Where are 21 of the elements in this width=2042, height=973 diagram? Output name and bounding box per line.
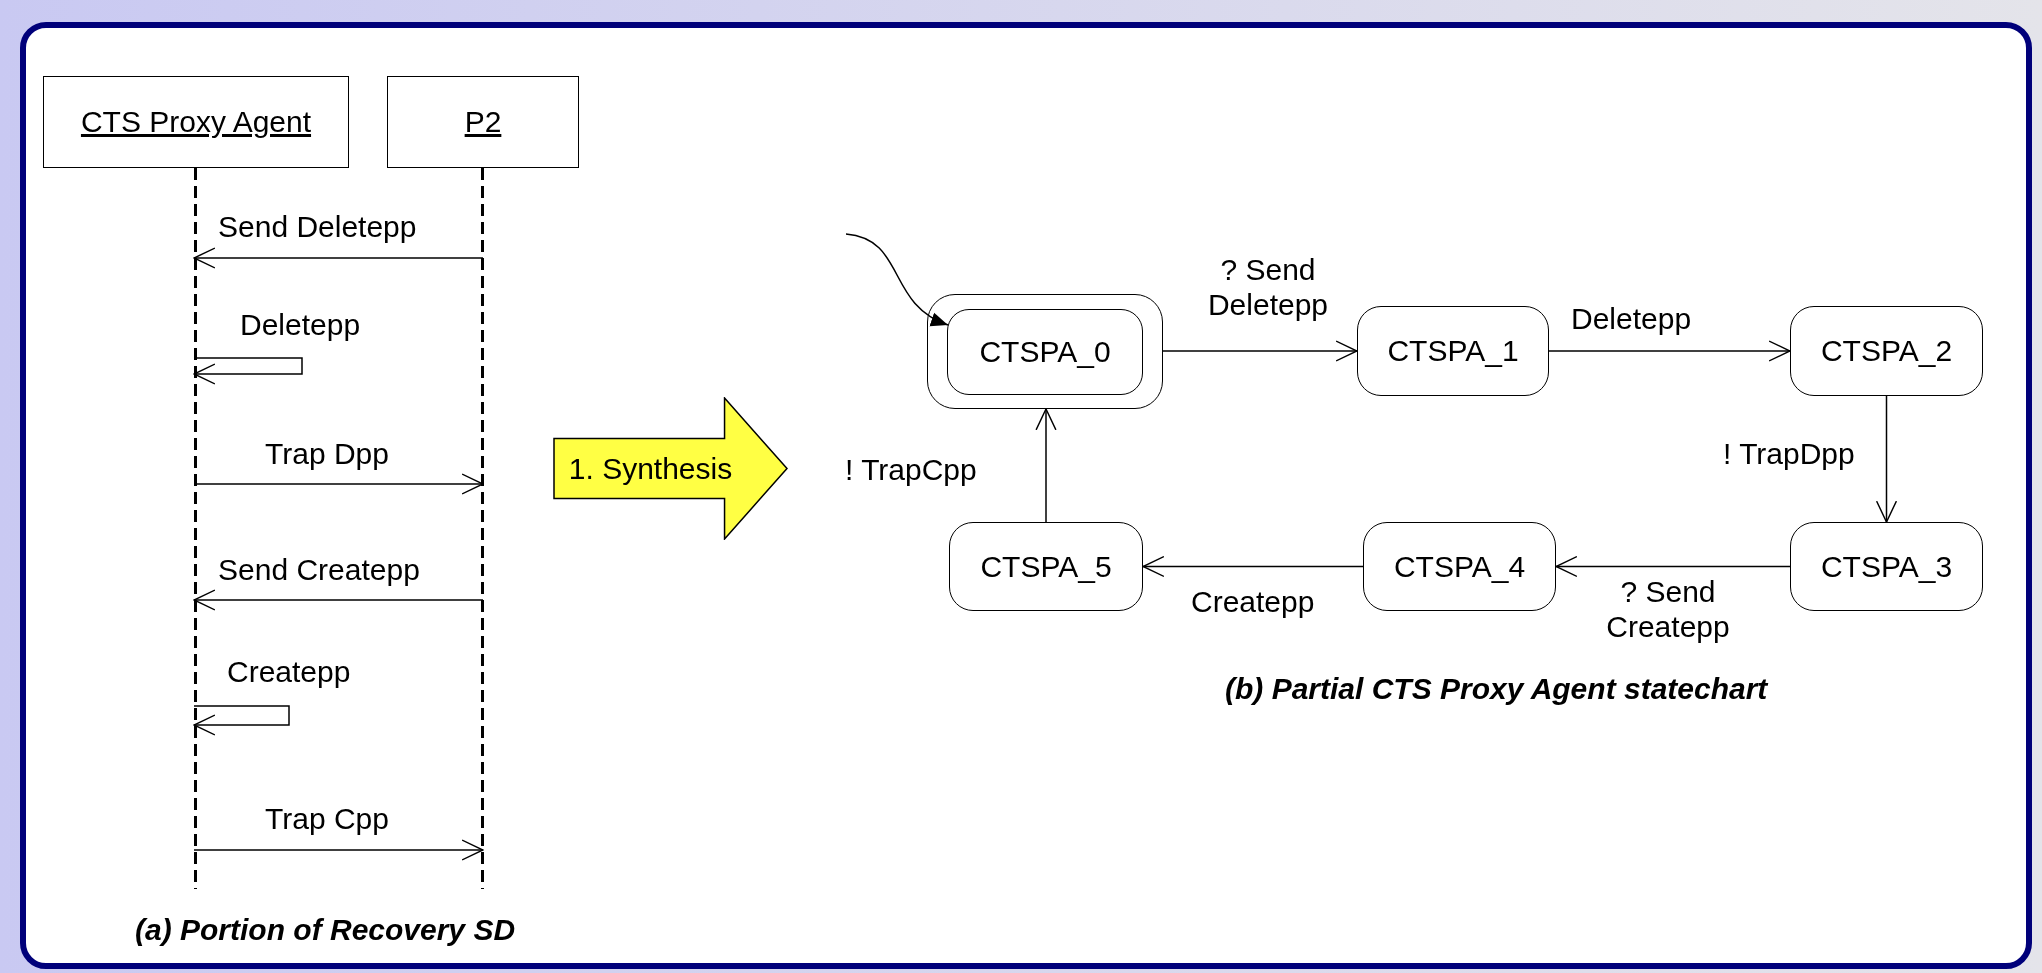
arrow [1162,340,1358,362]
arrow [193,705,290,736]
caption: (b) Partial CTS Proxy Agent statechart [1225,672,1768,706]
arrow [845,233,949,326]
state-box: CTSPA_1 [1357,306,1549,396]
state-box: CTSPA_5 [949,522,1143,611]
arrow [1142,555,1364,578]
state-box: CTSPA_2 [1790,306,1983,396]
block-arrow: 1. Synthesis [553,397,788,540]
arrow [1035,408,1057,523]
initial-state-box: CTSPA_0 [927,294,1163,409]
state-box: CTSPA_3 [1790,522,1983,611]
arrow [1875,395,1898,523]
arrow [193,589,484,611]
arrow [193,247,484,269]
arrow [193,357,303,385]
caption: (a) Portion of Recovery SD [135,913,516,947]
state-box: CTSPA_4 [1363,522,1556,611]
arrow [1555,555,1791,578]
arrow [193,839,484,861]
arrow [1548,340,1791,362]
